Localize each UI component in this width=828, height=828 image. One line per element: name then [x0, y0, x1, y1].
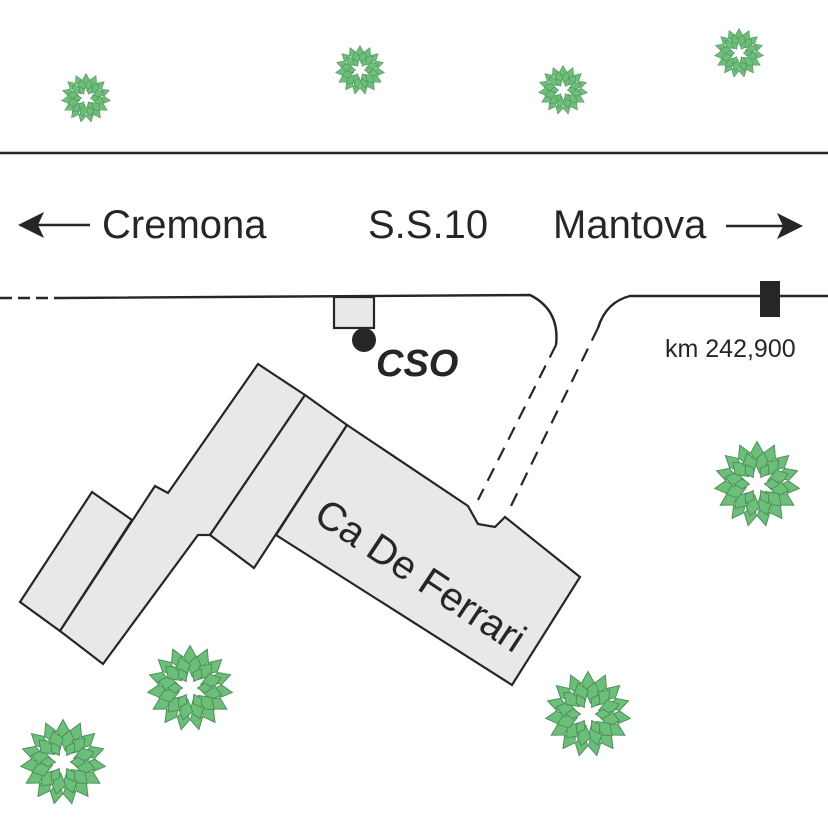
- tree-canopy-icon: [544, 671, 632, 758]
- tree-canopy-icon: [713, 28, 765, 78]
- road-edge-south: [0, 293, 828, 346]
- road-name-label: S.S.10: [368, 203, 488, 247]
- driveway: [477, 327, 599, 509]
- tree-canopy-icon: [537, 65, 589, 115]
- kilometer-post-icon: [760, 281, 780, 317]
- tree-canopy-icon: [19, 719, 107, 806]
- direction-left-label: Cremona: [102, 203, 267, 247]
- km-marker-label: km 242,900: [665, 335, 796, 363]
- arrow-right-icon: [726, 213, 803, 239]
- tree-canopy-icon: [334, 45, 386, 95]
- building-main: [274, 423, 582, 687]
- building: [18, 362, 582, 687]
- tree-canopy-icon: [146, 645, 234, 732]
- station-cabinet: [332, 295, 376, 330]
- station-label: CSO: [376, 343, 458, 385]
- direction-right-label: Mantova: [553, 203, 707, 247]
- station-point-icon: [352, 328, 376, 352]
- tree-canopy-icon: [60, 73, 112, 123]
- arrow-left-icon: [18, 212, 90, 238]
- building-wing-3: [208, 393, 349, 570]
- tree-canopy-icon: [713, 441, 801, 528]
